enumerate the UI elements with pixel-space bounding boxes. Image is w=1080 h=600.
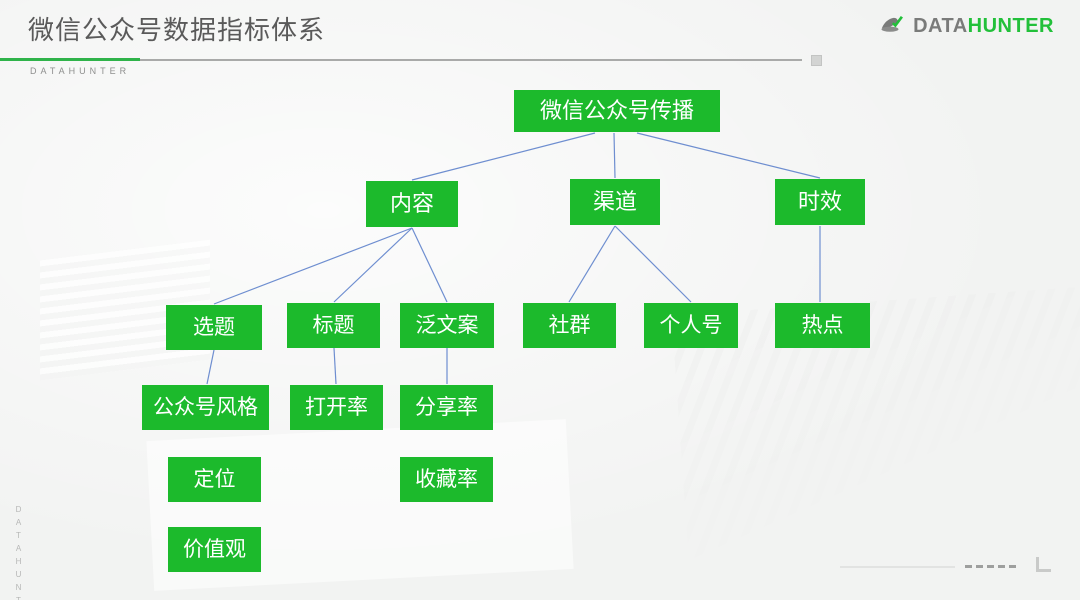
- tree-node-root[interactable]: 微信公众号传播: [514, 90, 720, 132]
- logo-text-data: DATA: [913, 15, 968, 37]
- header-subtitle: DATAHUNTER: [30, 66, 131, 76]
- tree-node-group[interactable]: 社群: [523, 303, 616, 348]
- logo-wordmark: DATAHUNTER: [913, 15, 1054, 38]
- connector-root-to-channel: [613, 132, 616, 179]
- tree-node-values[interactable]: 价值观: [168, 527, 261, 572]
- title-accent-rule: [0, 58, 140, 61]
- connector-headline-to-openrate: [333, 347, 337, 385]
- tree-node-headline[interactable]: 标题: [287, 303, 380, 348]
- vertical-brand-label: DATAHUNTER: [14, 505, 23, 600]
- connector-channel-to-personal: [614, 225, 692, 303]
- connector-content-to-topic: [213, 227, 413, 305]
- divider-end-marker: [811, 55, 822, 66]
- hunter-hat-icon: [879, 14, 905, 39]
- footer-dashes: [965, 565, 1017, 568]
- connector-channel-to-group: [568, 225, 616, 303]
- tree-node-style[interactable]: 公众号风格: [142, 385, 269, 430]
- connector-topic-to-style: [206, 349, 215, 385]
- tree-node-topic[interactable]: 选题: [166, 305, 262, 350]
- tree-node-content[interactable]: 内容: [366, 181, 458, 227]
- tree-node-sharerate[interactable]: 分享率: [400, 385, 493, 430]
- connector-root-to-content: [411, 132, 596, 181]
- title-divider-rule: [140, 59, 802, 61]
- footer-corner-bracket: [1036, 557, 1051, 572]
- footer-line: [840, 566, 955, 568]
- logo-text-hunter: HUNTER: [967, 15, 1054, 37]
- tree-node-channel[interactable]: 渠道: [570, 179, 660, 225]
- tree-node-openrate[interactable]: 打开率: [290, 385, 383, 430]
- connector-content-to-copy: [411, 227, 448, 303]
- tree-node-position[interactable]: 定位: [168, 457, 261, 502]
- tree-node-copy[interactable]: 泛文案: [400, 303, 494, 348]
- tree-node-favrate[interactable]: 收藏率: [400, 457, 493, 502]
- connector-root-to-timing: [636, 132, 821, 179]
- tree-node-personal[interactable]: 个人号: [644, 303, 738, 348]
- tree-node-hotspot[interactable]: 热点: [775, 303, 870, 348]
- page-title: 微信公众号数据指标体系: [28, 15, 326, 45]
- connector-content-to-headline: [333, 227, 413, 303]
- brand-logo: DATAHUNTER: [879, 14, 1054, 39]
- tree-node-timing[interactable]: 时效: [775, 179, 865, 225]
